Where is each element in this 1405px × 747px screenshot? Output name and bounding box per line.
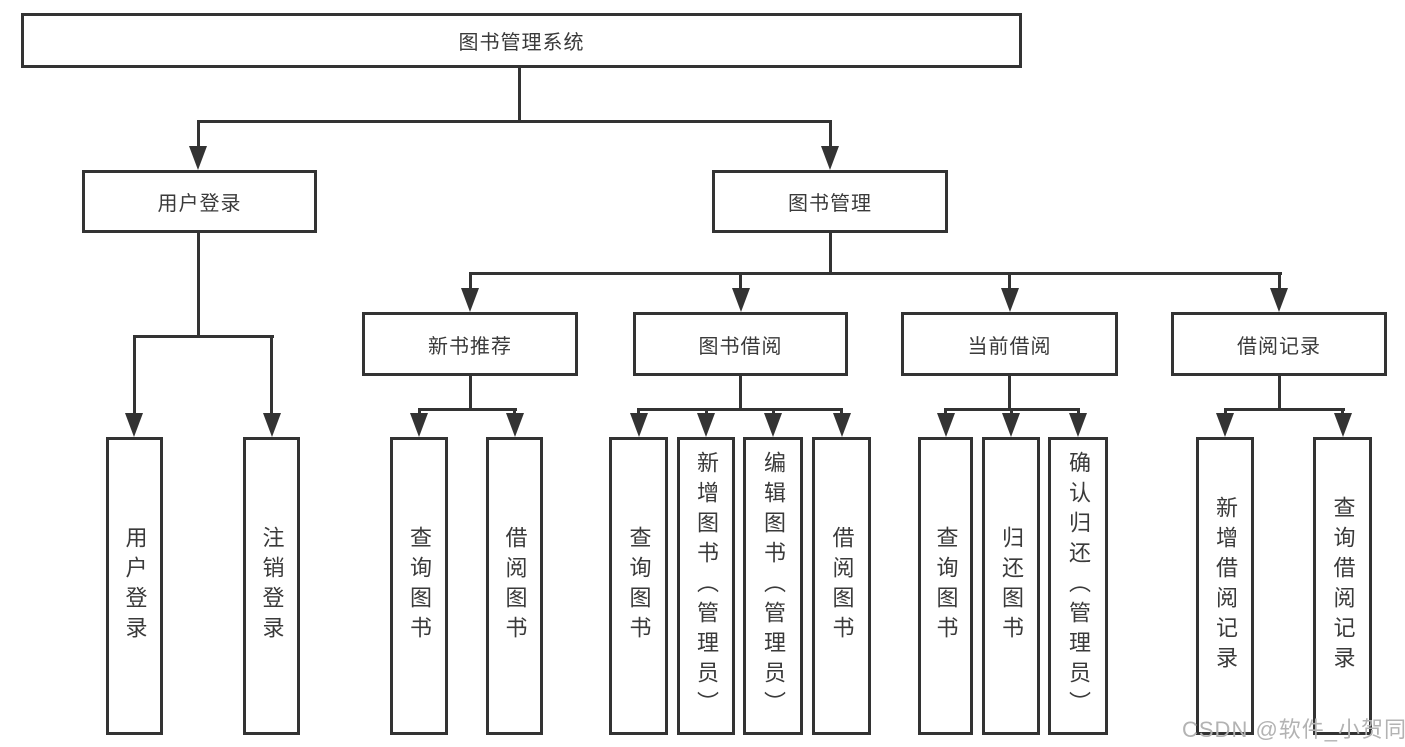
connector-vline xyxy=(196,120,200,148)
connector-vline xyxy=(1076,408,1080,415)
connector-vline xyxy=(1277,376,1281,411)
arrow-down-icon xyxy=(1333,413,1352,437)
leaf-edit-books-admin: 编辑图书（管理员） xyxy=(743,437,803,735)
arrow-down-icon xyxy=(262,413,281,437)
leaf-add-books-admin: 新增图书（管理员） xyxy=(677,437,735,735)
arrow-down-icon xyxy=(936,413,955,437)
arrow-down-icon xyxy=(189,146,207,170)
leaf-add-borrow-record: 新增借阅记录 xyxy=(1196,437,1254,735)
node-book-borrow: 图书借阅 xyxy=(633,312,848,376)
connector-vline xyxy=(944,408,947,415)
leaf-confirm-return-admin: 确认归还（管理员） xyxy=(1048,437,1108,735)
arrow-down-icon xyxy=(697,413,715,437)
connector-hline xyxy=(468,272,1282,275)
connector-vline xyxy=(468,272,472,290)
connector-vline xyxy=(637,408,640,415)
leaf-user-login: 用户登录 xyxy=(106,437,163,735)
leaf-borrow-books-recommend: 借阅图书 xyxy=(486,437,543,735)
connector-vline xyxy=(739,376,742,411)
connector-hline xyxy=(637,408,843,411)
connector-vline xyxy=(704,408,708,415)
arrow-down-icon xyxy=(832,413,851,437)
arrow-down-icon xyxy=(1270,288,1288,312)
node-user-login: 用户登录 xyxy=(82,170,317,233)
connector-hline xyxy=(196,120,832,123)
connector-vline xyxy=(739,272,742,290)
connector-vline xyxy=(828,120,832,148)
arrow-down-icon xyxy=(1002,413,1020,437)
leaf-borrow-books: 借阅图书 xyxy=(812,437,871,735)
node-current-borrow: 当前借阅 xyxy=(901,312,1118,376)
connector-hline xyxy=(1223,408,1345,411)
watermark: CSDN @软件_小贺同学 xyxy=(1182,717,1405,742)
connector-vline xyxy=(1277,272,1281,290)
connector-vline xyxy=(417,408,421,415)
arrow-down-icon xyxy=(1000,288,1019,312)
connector-vline xyxy=(840,408,843,415)
connector-vline xyxy=(771,408,775,415)
arrow-down-icon xyxy=(410,413,428,437)
connector-vline xyxy=(270,335,273,415)
connector-vline xyxy=(196,233,200,338)
connector-hline xyxy=(417,408,517,411)
arrow-down-icon xyxy=(821,146,839,170)
arrow-down-icon xyxy=(629,413,648,437)
leaf-query-books-current: 查询图书 xyxy=(918,437,973,735)
connector-vline xyxy=(1223,408,1227,415)
arrow-down-icon xyxy=(731,288,750,312)
node-borrow-records: 借阅记录 xyxy=(1171,312,1387,376)
connector-vline xyxy=(1009,408,1013,415)
connector-vline xyxy=(132,335,136,415)
connector-vline xyxy=(1341,408,1344,415)
arrow-down-icon xyxy=(1069,413,1087,437)
arrow-down-icon xyxy=(461,288,479,312)
connector-vline xyxy=(828,233,832,275)
connector-hline xyxy=(132,335,274,338)
connector-vline xyxy=(1008,272,1011,290)
node-root: 图书管理系统 xyxy=(21,13,1022,68)
arrow-down-icon xyxy=(1216,413,1234,437)
leaf-logout: 注销登录 xyxy=(243,437,300,735)
leaf-query-books-recommend: 查询图书 xyxy=(390,437,448,735)
arrow-down-icon xyxy=(125,413,143,437)
node-new-book-recommend: 新书推荐 xyxy=(362,312,578,376)
leaf-query-borrow-record: 查询借阅记录 xyxy=(1313,437,1372,735)
connector-vline xyxy=(513,408,516,415)
connector-vline xyxy=(517,68,521,123)
connector-vline xyxy=(1008,376,1011,411)
leaf-query-books-borrow: 查询图书 xyxy=(609,437,668,735)
leaf-return-books: 归还图书 xyxy=(982,437,1040,735)
node-book-management: 图书管理 xyxy=(712,170,948,233)
arrow-down-icon xyxy=(764,413,782,437)
arrow-down-icon xyxy=(505,413,524,437)
connector-vline xyxy=(468,376,472,411)
